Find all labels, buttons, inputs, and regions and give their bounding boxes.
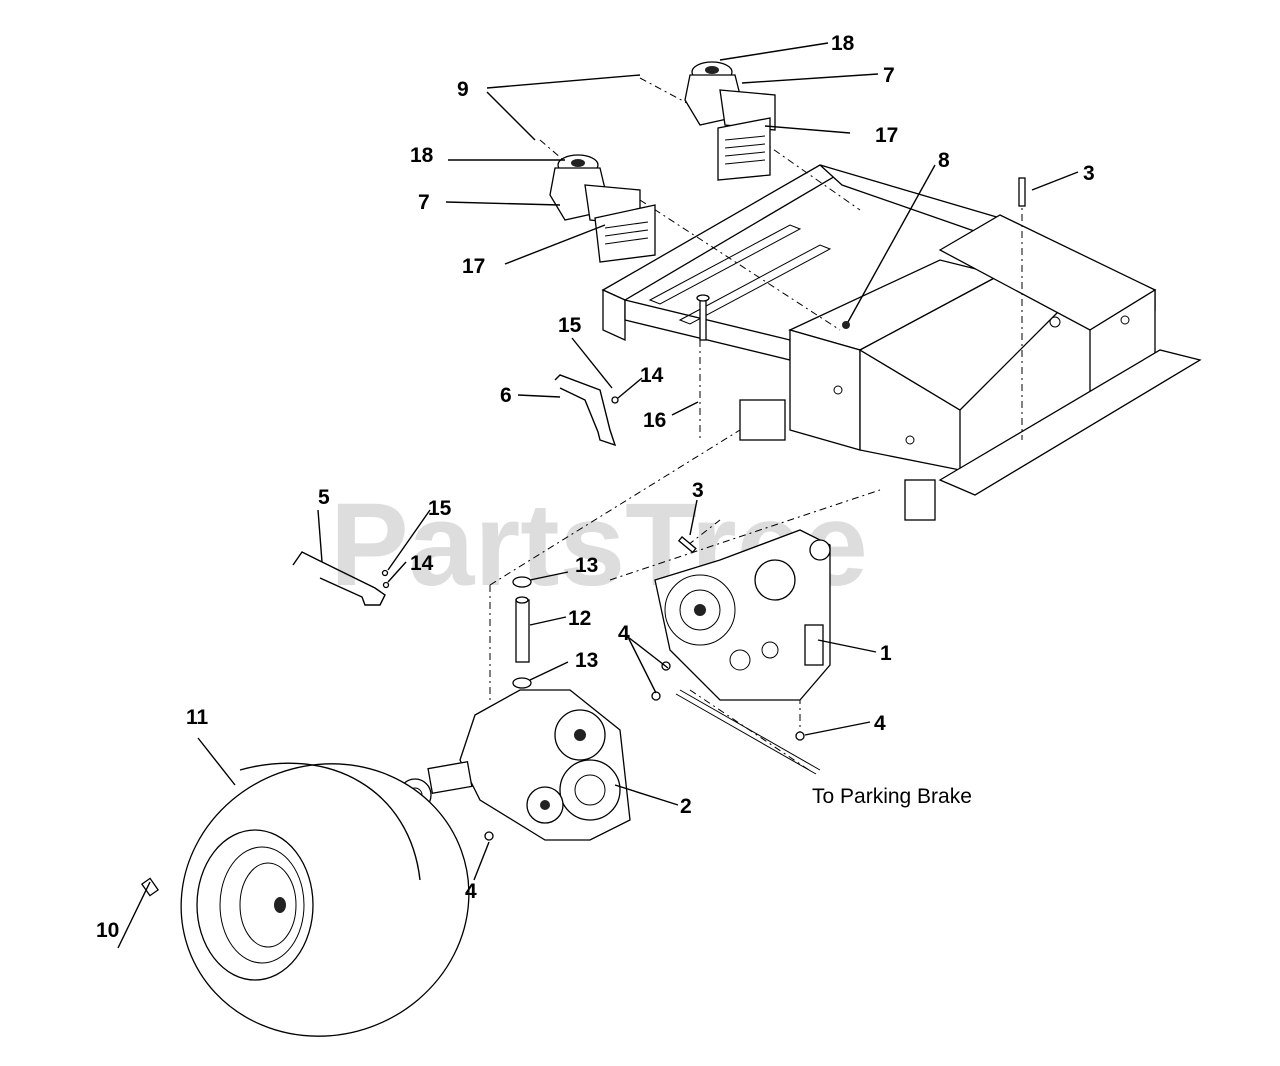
callout-13-upper: 13: [575, 554, 598, 577]
callout-16: 16: [643, 409, 666, 432]
spacer-upper: [512, 576, 532, 588]
transmission-left: [398, 689, 631, 841]
bracket-6: [554, 374, 617, 447]
bolt-16: [696, 294, 710, 341]
callout-3-upper: 3: [1083, 162, 1095, 185]
callout-9: 9: [457, 78, 469, 101]
callout-4-b: 4: [874, 712, 886, 735]
callout-7-upper: 7: [883, 64, 895, 87]
callout-13-lower: 13: [575, 649, 598, 672]
nut-4-b: [651, 691, 661, 701]
tube-12: [515, 596, 530, 663]
callout-17-upper: 17: [875, 124, 898, 147]
callout-18-lower: 18: [410, 144, 434, 167]
bolt-upper: [1018, 177, 1026, 207]
callout-14-upper: 14: [640, 364, 664, 387]
parking-brake-note: To Parking Brake: [812, 785, 972, 808]
bracket-5: [292, 551, 386, 606]
callout-4-c: 4: [465, 880, 477, 903]
callout-2: 2: [680, 795, 692, 818]
transmission-right: [654, 529, 831, 775]
rear-wheel: [180, 762, 470, 1037]
callout-6: 6: [500, 384, 512, 407]
callout-10: 10: [96, 919, 119, 942]
nut-4-c: [795, 731, 805, 741]
bolt-lower: [677, 536, 697, 554]
mower-frame: [601, 164, 1202, 521]
callout-4-a: 4: [618, 622, 630, 645]
callout-11: 11: [186, 706, 209, 729]
callout-15-upper: 15: [558, 314, 582, 337]
callout-5: 5: [318, 486, 330, 509]
callout-12: 12: [568, 607, 591, 630]
callout-1: 1: [880, 642, 892, 665]
callout-8: 8: [938, 149, 950, 172]
spacer-lower: [512, 677, 532, 689]
leader-lines: [117, 42, 1079, 949]
callout-15-lower: 15: [428, 497, 452, 520]
callout-18-upper: 18: [831, 32, 855, 55]
callout-14-lower: 14: [410, 552, 434, 575]
callout-3-lower: 3: [692, 479, 704, 502]
callout-7-lower: 7: [418, 191, 430, 214]
control-module-lower: [549, 154, 656, 263]
control-module-upper: [684, 61, 776, 181]
nut-4-d: [484, 831, 494, 841]
callout-17-lower: 17: [462, 255, 485, 278]
nut-lower-left-a: [381, 569, 389, 577]
nut-lower-left-b: [382, 581, 390, 589]
nut-upper: [611, 396, 619, 404]
